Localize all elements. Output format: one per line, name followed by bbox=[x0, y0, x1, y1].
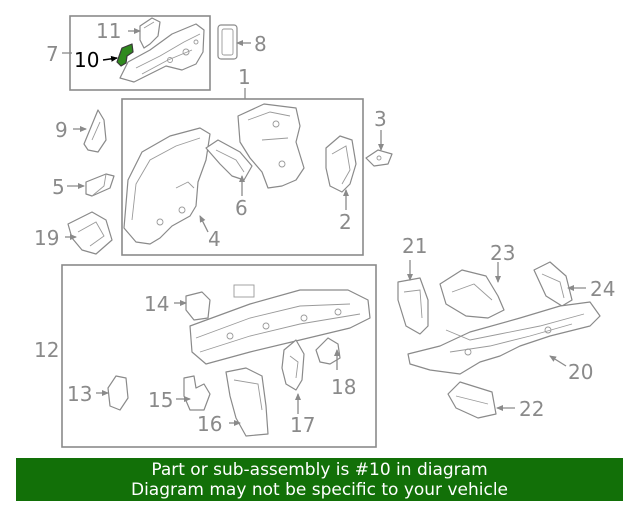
part-10-highlighted[interactable] bbox=[116, 43, 134, 67]
part-20-crossmember[interactable] bbox=[407, 301, 601, 375]
callout-6: 6 bbox=[235, 196, 248, 220]
part-18-bracket[interactable] bbox=[315, 337, 341, 365]
callout-10: 10 bbox=[74, 48, 99, 72]
part-5-block[interactable] bbox=[85, 173, 115, 197]
callout-15: 15 bbox=[148, 388, 173, 412]
part-16-panel[interactable] bbox=[225, 367, 269, 437]
part-3-bracket[interactable] bbox=[365, 149, 393, 167]
callout-9: 9 bbox=[55, 118, 68, 142]
callout-24: 24 bbox=[590, 277, 615, 301]
part-4-wheelhouse[interactable] bbox=[123, 127, 211, 245]
callout-16: 16 bbox=[197, 412, 222, 436]
part-22-panel[interactable] bbox=[447, 381, 497, 419]
part-23-panel[interactable] bbox=[439, 269, 505, 319]
callout-17: 17 bbox=[290, 413, 315, 437]
part-8-pad[interactable] bbox=[217, 24, 238, 60]
callout-2: 2 bbox=[339, 210, 352, 234]
callout-18: 18 bbox=[331, 375, 356, 399]
callout-21: 21 bbox=[402, 234, 427, 258]
group-box-12 bbox=[61, 264, 377, 448]
part-9-bracket[interactable] bbox=[83, 109, 107, 153]
banner-line-2: Diagram may not be specific to your vehi… bbox=[130, 480, 508, 500]
callout-11: 11 bbox=[96, 19, 121, 43]
callout-14: 14 bbox=[144, 292, 169, 316]
part-7-assembly[interactable] bbox=[119, 23, 205, 83]
callout-4: 4 bbox=[208, 227, 221, 251]
part-12-frame-rail[interactable] bbox=[189, 284, 371, 365]
callout-19: 19 bbox=[34, 226, 59, 250]
callout-23: 23 bbox=[490, 241, 515, 265]
part-24-bracket[interactable] bbox=[533, 261, 573, 307]
part-14-bracket[interactable] bbox=[185, 291, 211, 321]
callout-22: 22 bbox=[519, 397, 544, 421]
callout-13: 13 bbox=[67, 382, 92, 406]
callout-8: 8 bbox=[254, 32, 267, 56]
part-19-mount[interactable] bbox=[67, 211, 113, 255]
disclaimer-banner: Part or sub-assembly is #10 in diagram D… bbox=[16, 458, 623, 501]
part-13-pad[interactable] bbox=[107, 375, 129, 411]
callout-3: 3 bbox=[374, 107, 387, 131]
callout-1: 1 bbox=[238, 65, 251, 89]
callout-20: 20 bbox=[568, 360, 593, 384]
part-17-bracket[interactable] bbox=[281, 339, 305, 391]
callout-5: 5 bbox=[52, 175, 65, 199]
part-2-panel[interactable] bbox=[325, 135, 357, 193]
part-15-bracket[interactable] bbox=[183, 375, 211, 411]
part-6-bracket[interactable] bbox=[205, 139, 253, 181]
banner-line-1: Part or sub-assembly is #10 in diagram bbox=[151, 460, 488, 480]
group-box-1 bbox=[121, 98, 364, 256]
part-1-upper-panel[interactable] bbox=[237, 103, 305, 189]
part-21-bracket[interactable] bbox=[397, 277, 429, 335]
callout-12: 12 bbox=[34, 338, 59, 362]
callout-7: 7 bbox=[46, 42, 59, 66]
part-11-bracket[interactable] bbox=[139, 17, 161, 49]
